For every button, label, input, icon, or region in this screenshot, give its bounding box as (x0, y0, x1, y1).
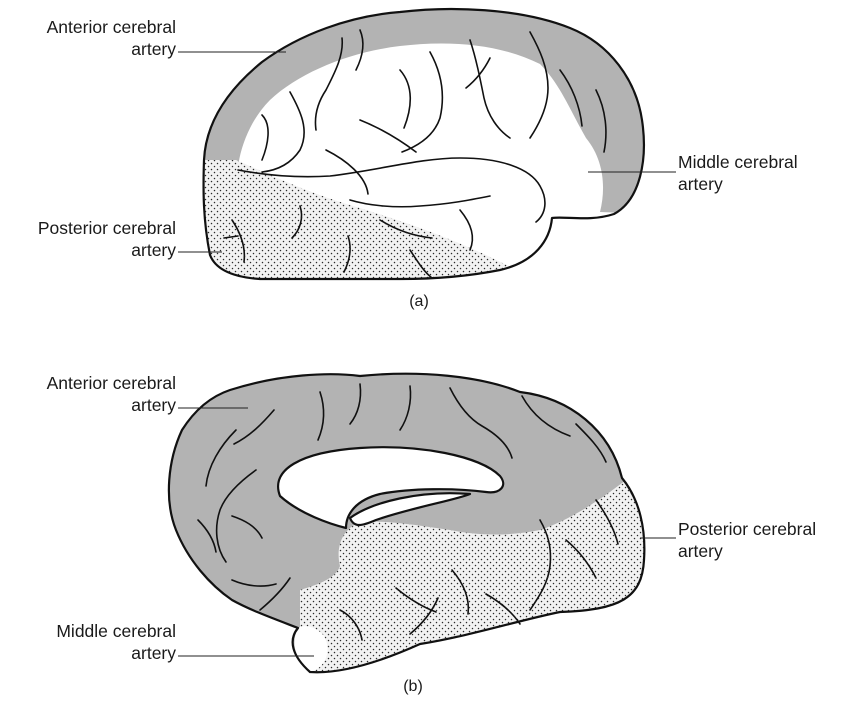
label-anterior-a-line2: artery (131, 39, 176, 59)
label-middle-b-line2: artery (131, 643, 176, 663)
label-middle-a-line2: artery (678, 174, 723, 194)
caption-a: (a) (409, 293, 429, 310)
label-anterior-b-line2: artery (131, 395, 176, 415)
lateral-view: Anterior cerebral artery Middle cerebral… (38, 0, 798, 310)
label-posterior-a-line1: Posterior cerebral (38, 218, 176, 238)
label-middle-b-line1: Middle cerebral (56, 621, 176, 641)
label-anterior-b-line1: Anterior cerebral (47, 373, 176, 393)
label-anterior-a-line1: Anterior cerebral (47, 17, 176, 37)
caption-b: (b) (403, 678, 423, 695)
label-posterior-b-line1: Posterior cerebral (678, 519, 816, 539)
label-posterior-a-line2: artery (131, 240, 176, 260)
label-posterior-b-line2: artery (678, 541, 723, 561)
label-middle-a-line1: Middle cerebral (678, 152, 798, 172)
medial-view: Anterior cerebral artery Posterior cereb… (47, 373, 817, 706)
